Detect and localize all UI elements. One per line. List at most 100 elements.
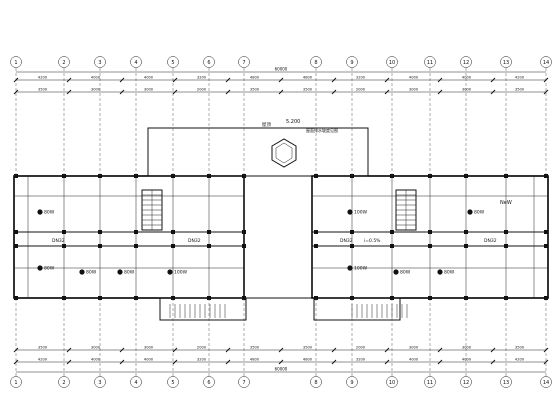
dim-tick bbox=[331, 77, 337, 83]
dim-text: 4000 bbox=[462, 76, 472, 80]
dim-sub-text: 3000 bbox=[462, 88, 472, 92]
axis-label-bottom: 11 bbox=[427, 380, 433, 386]
column bbox=[242, 244, 246, 248]
dim-tick bbox=[543, 89, 549, 95]
axis-bubble bbox=[94, 56, 106, 68]
dim-tick bbox=[543, 77, 549, 83]
axis-label-bottom: 2 bbox=[62, 380, 65, 386]
pipe-label: DN32 bbox=[484, 238, 497, 244]
fixture-label: 80W bbox=[44, 210, 55, 216]
dim-tick bbox=[172, 347, 178, 353]
axis-label-bottom: 5 bbox=[171, 380, 174, 386]
fixture-label: 80W bbox=[444, 270, 455, 276]
axis-bubble bbox=[424, 56, 436, 68]
hexagon-pavilion bbox=[271, 138, 297, 168]
dim-sub-text: 3000 bbox=[91, 346, 101, 350]
dim-sub-text: 3500 bbox=[250, 346, 260, 350]
porch-hatch bbox=[169, 304, 408, 318]
axis-bubble bbox=[460, 56, 472, 68]
fixture-label: 80W bbox=[400, 270, 411, 276]
axis-label-top: 4 bbox=[134, 60, 137, 66]
column bbox=[350, 230, 354, 234]
dim-tick bbox=[437, 77, 443, 83]
axis-label-top: 11 bbox=[427, 60, 433, 66]
axis-bubble bbox=[460, 376, 472, 388]
right-note: NeW bbox=[500, 200, 512, 206]
axis-label-bottom: 13 bbox=[503, 380, 509, 386]
dim-tick bbox=[225, 77, 231, 83]
column bbox=[14, 244, 18, 248]
light-fixture-icon bbox=[79, 269, 85, 275]
dim-tick bbox=[13, 359, 19, 365]
axis-label-top: 5 bbox=[171, 60, 174, 66]
axis-bubble bbox=[346, 56, 358, 68]
column bbox=[314, 244, 318, 248]
dim-sub-text: 3000 bbox=[462, 346, 472, 350]
axis-bubble bbox=[58, 56, 70, 68]
axis-bubble bbox=[238, 376, 250, 388]
dim-tick bbox=[490, 359, 496, 365]
dim-text: 4200 bbox=[38, 76, 48, 80]
dim-text: 4000 bbox=[462, 358, 472, 362]
column bbox=[464, 230, 468, 234]
column bbox=[504, 230, 508, 234]
dim-text: 3200 bbox=[356, 76, 366, 80]
pipe-label: DN32 bbox=[52, 238, 65, 244]
dim-sub-text: 2000 bbox=[197, 88, 207, 92]
axis-bubble bbox=[94, 376, 106, 388]
stairs-right bbox=[395, 189, 417, 231]
column bbox=[390, 230, 394, 234]
axis-label-bottom: 7 bbox=[242, 380, 245, 386]
column bbox=[350, 244, 354, 248]
dim-tick bbox=[543, 347, 549, 353]
column bbox=[62, 244, 66, 248]
light-fixture-icon bbox=[167, 269, 173, 275]
dim-text: 4200 bbox=[515, 358, 525, 362]
axis-bubble bbox=[203, 376, 215, 388]
column bbox=[98, 244, 102, 248]
dim-text: 4000 bbox=[409, 76, 419, 80]
light-fixture-icon bbox=[347, 265, 353, 271]
axis-label-bottom: 12 bbox=[463, 380, 469, 386]
dim-tick bbox=[384, 77, 390, 83]
dim-sub-text: 3500 bbox=[38, 346, 48, 350]
axis-label-bottom: 3 bbox=[98, 380, 101, 386]
axis-label-top: 8 bbox=[314, 60, 317, 66]
dim-tick bbox=[13, 89, 19, 95]
column bbox=[207, 230, 211, 234]
dim-tick bbox=[278, 77, 284, 83]
column bbox=[544, 244, 548, 248]
axis-label-top: 10 bbox=[389, 60, 395, 66]
fixture-label: 100W bbox=[174, 270, 188, 276]
dim-tick bbox=[543, 359, 549, 365]
fixture-label: 80W bbox=[44, 266, 55, 272]
axis-bubble bbox=[310, 376, 322, 388]
dim-tick bbox=[490, 347, 496, 353]
axis-bubble bbox=[386, 376, 398, 388]
column bbox=[62, 230, 66, 234]
roof-note: 屋顶 bbox=[262, 122, 271, 128]
dim-tick bbox=[119, 359, 125, 365]
dim-text: 4200 bbox=[38, 358, 48, 362]
axis-bubble bbox=[346, 376, 358, 388]
dim-sub-text: 3000 bbox=[409, 346, 419, 350]
axis-bubble bbox=[130, 56, 142, 68]
light-fixture-icon bbox=[467, 209, 473, 215]
column bbox=[242, 230, 246, 234]
axis-label-top: 2 bbox=[62, 60, 65, 66]
dim-tick bbox=[490, 77, 496, 83]
dim-tick bbox=[331, 89, 337, 95]
dim-overall-text: 60000 bbox=[275, 67, 288, 72]
dim-tick bbox=[172, 77, 178, 83]
axis-label-bottom: 10 bbox=[389, 380, 395, 386]
axis-label-top: 3 bbox=[98, 60, 101, 66]
building-outline bbox=[13, 127, 549, 321]
axis-label-bottom: 6 bbox=[207, 380, 210, 386]
dim-tick bbox=[66, 89, 72, 95]
dim-text: 4000 bbox=[91, 358, 101, 362]
drainage-note: 屋面排水坡度见图 bbox=[306, 127, 338, 133]
dim-tick bbox=[278, 89, 284, 95]
dim-text: 4000 bbox=[91, 76, 101, 80]
